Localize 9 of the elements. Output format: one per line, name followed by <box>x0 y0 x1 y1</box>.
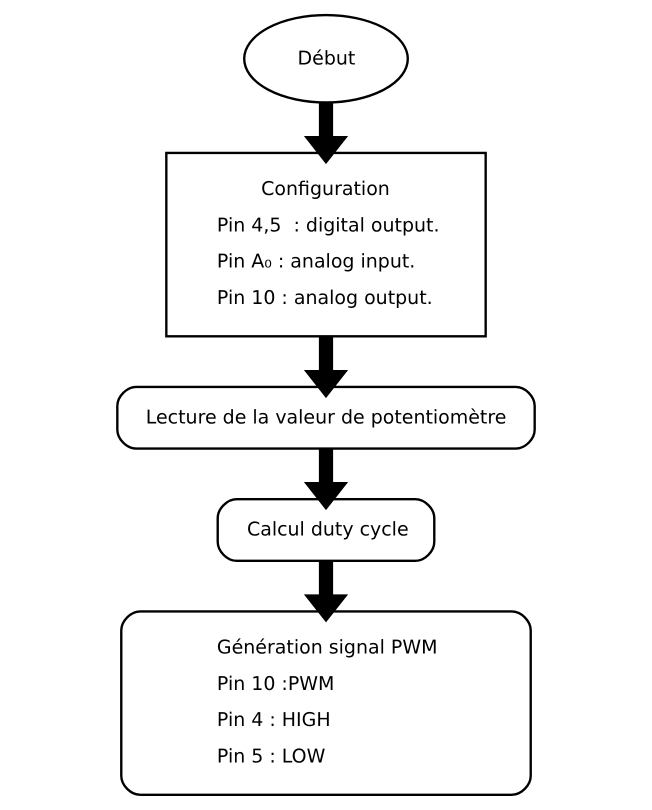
arrow <box>304 561 348 622</box>
arrow <box>304 102 348 164</box>
node-box: Calcul duty cycle <box>216 498 436 562</box>
node-box: Configuration Pin 4,5 : digital output. Pin A₀ : analog input. Pin 10 : analog output. <box>165 152 487 338</box>
arrow <box>304 336 348 398</box>
node-box: Génération signal PWM Pin 10 :PWM Pin 4 : HIGH Pin 5 : LOW <box>120 610 532 796</box>
node-box: Lecture de la valeur de potentiomètre <box>116 386 536 450</box>
arrow <box>304 449 348 510</box>
node-ellipse: Début <box>243 14 409 104</box>
